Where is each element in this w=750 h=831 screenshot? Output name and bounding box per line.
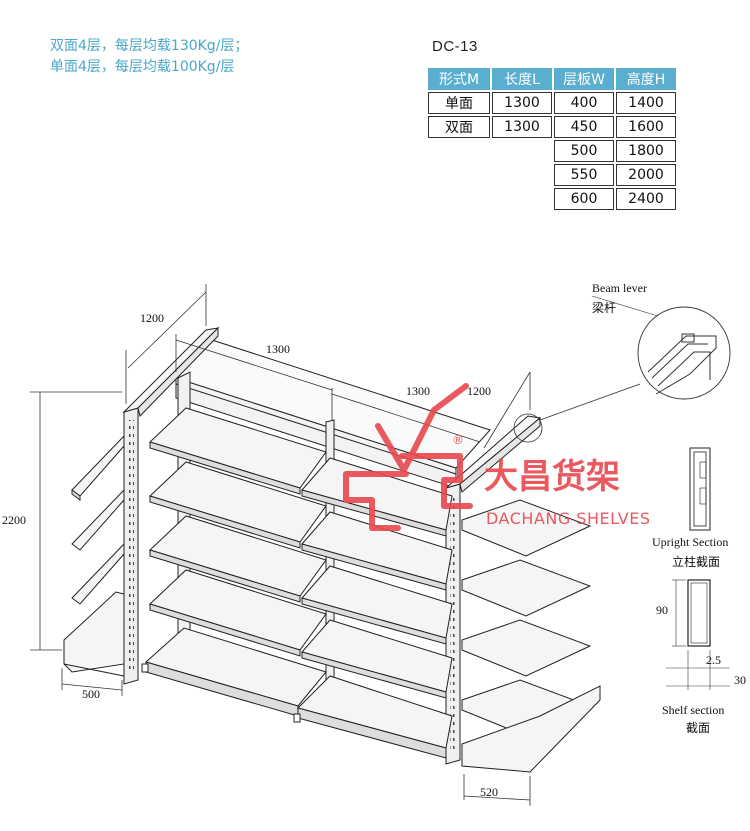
beam-detail-circle — [637, 306, 731, 400]
table-cell: 1300 — [492, 92, 552, 114]
shelf-section-label-cn: 截面 — [686, 721, 710, 735]
table-row: 550 2000 — [428, 164, 676, 186]
dim-height-label: 2200 — [2, 513, 26, 527]
wing-base-shelf — [461, 685, 601, 773]
shelf-edge — [149, 441, 301, 495]
brand-watermark: ® 大昌货架 DACHANG SHELVES — [343, 383, 650, 531]
table-cell: 双面 — [428, 116, 490, 138]
upright-label-cn: 立柱截面 — [672, 554, 720, 569]
shelf-edge — [149, 549, 301, 603]
table-cell: 500 — [554, 140, 614, 162]
left-top-beam-side — [137, 326, 219, 417]
dim-length-a-label: 1300 — [266, 342, 290, 356]
dim-depth-top-label: 1200 — [140, 311, 164, 325]
table-cell: 1400 — [616, 92, 676, 114]
shelf-edge — [301, 597, 447, 645]
upright-label-en: Upright Section — [652, 535, 728, 549]
table-cell: 550 — [554, 164, 614, 186]
table-row: 双面 1300 450 1600 — [428, 116, 676, 138]
beam-detail-drawing — [647, 333, 717, 395]
beam-callout-marker — [513, 413, 543, 443]
beam-callout-leader — [539, 383, 641, 421]
table-row: 单面 1300 400 1400 — [428, 92, 676, 114]
table-cell: 600 — [554, 188, 614, 210]
shelf-edge — [301, 651, 447, 699]
beam-detail: Beam lever 梁杆 — [513, 281, 731, 443]
dim-length-b-label: 1300 — [406, 384, 430, 398]
table-cell: 400 — [554, 92, 614, 114]
center-shelves-left — [144, 407, 327, 717]
beam-label-leader — [591, 295, 659, 317]
dim-line-length-b — [331, 393, 481, 443]
shelf-edge — [301, 543, 447, 591]
header-height: 高度H — [616, 68, 676, 90]
shelf-edge — [149, 495, 301, 549]
dim-line-shelf-right — [463, 795, 531, 801]
model-number: DC-13 — [432, 38, 478, 55]
upright-dim-thickness: 2.5 — [706, 653, 721, 667]
table-cell: 450 — [554, 116, 614, 138]
load-description: 双面4层，每层均载130Kg/层； 单面4层，每层均载100Kg/层 — [50, 36, 248, 78]
shelf-section-inner — [690, 582, 708, 644]
table-cell: 2000 — [616, 164, 676, 186]
brand-logo-mark — [343, 383, 473, 531]
beam-label-en: Beam lever — [592, 281, 647, 295]
wing-shelf-edge — [71, 489, 81, 501]
upright-section-detail: Upright Section 立柱截面 — [652, 447, 728, 569]
shelf-section-outer — [687, 579, 711, 647]
wing-shelf — [461, 559, 592, 617]
header-length: 长度L — [492, 68, 552, 90]
brand-name-cn: 大昌货架 — [484, 457, 620, 497]
dimension-lines — [30, 284, 531, 806]
right-top-beam-side — [459, 416, 541, 493]
table-cell: 单面 — [428, 92, 490, 114]
header-shelf-width: 层板W — [554, 68, 614, 90]
left-upright-holes — [128, 420, 134, 670]
wing-shelf — [71, 542, 125, 605]
shelf-structure — [63, 326, 601, 773]
table-row: 500 1800 — [428, 140, 676, 162]
shelf-edge — [149, 603, 301, 657]
brand-registered: ® — [452, 433, 464, 447]
load-line-double: 双面4层，每层均载130Kg/层； — [50, 38, 249, 54]
upright-section-slot — [699, 487, 707, 505]
wing-shelf — [71, 488, 125, 551]
wing-base-shelf — [63, 591, 125, 673]
dim-line-depth-right — [483, 371, 531, 449]
table-cell: 1300 — [492, 116, 552, 138]
dim-shelf-left-label: 500 — [82, 687, 100, 701]
foot — [293, 713, 301, 723]
table-cell: 1600 — [616, 116, 676, 138]
wing-base-line — [63, 663, 125, 677]
right-wing-shelves — [461, 499, 601, 773]
shelf-section-label-en: Shelf section — [662, 703, 724, 717]
dim-depth-right-label: 1200 — [467, 384, 491, 398]
center-shelves-right — [297, 457, 453, 759]
header-form: 形式M — [428, 68, 490, 90]
load-line-single: 单面4层，每层均载100Kg/层 — [50, 59, 235, 75]
spec-table: 形式M 长度L 层板W 高度H 单面 1300 400 1400 双面 1300… — [426, 66, 678, 212]
upright-section-slot — [699, 461, 707, 479]
left-wing-shelves — [63, 434, 125, 677]
dim-line-depth-top — [127, 291, 207, 369]
right-upright-holes — [450, 496, 456, 752]
beam-label-cn: 梁杆 — [592, 300, 616, 315]
brand-name-en: DACHANG SHELVES — [486, 509, 650, 528]
table-row: 600 2400 — [428, 188, 676, 210]
table-cell: 2400 — [616, 188, 676, 210]
foot — [141, 663, 149, 673]
shelf-section-detail: 90 2.5 30 Shelf section 截面 — [656, 579, 746, 735]
wing-shelf — [71, 434, 125, 497]
dim-line-length-a — [175, 339, 333, 391]
upright-dim-width: 30 — [734, 673, 746, 687]
wing-shelf — [461, 499, 592, 557]
spec-table-header: 形式M 长度L 层板W 高度H — [428, 68, 676, 90]
table-cell: 1800 — [616, 140, 676, 162]
wing-shelf — [461, 619, 592, 677]
dim-line-shelf-left — [61, 683, 123, 691]
upright-dim-height: 90 — [656, 603, 668, 617]
dim-shelf-right-label: 520 — [480, 785, 498, 799]
